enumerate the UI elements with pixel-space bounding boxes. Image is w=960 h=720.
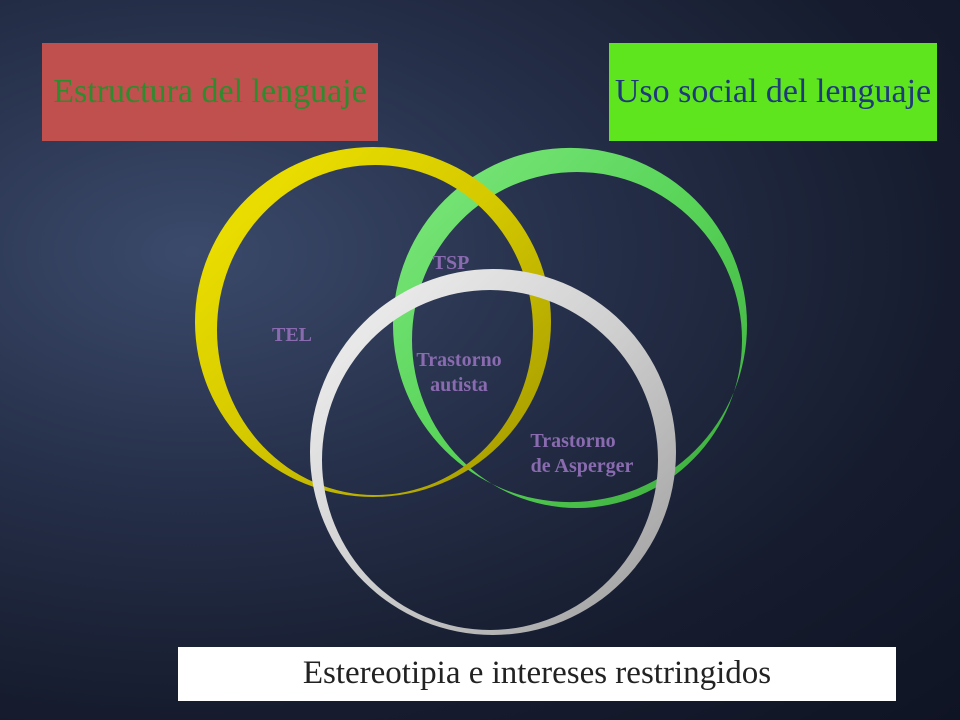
label-asperger-line1: Trastorno xyxy=(530,430,615,452)
social-use-box: Uso social del lenguaje xyxy=(609,43,937,141)
stereotypy-box-text: Estereotipia e intereses restringidos xyxy=(302,655,772,692)
stereotypy-box: Estereotipia e intereses restringidos xyxy=(178,647,896,701)
ring-stereotypy xyxy=(310,269,676,635)
label-autism-line1: Trastorno xyxy=(416,349,501,371)
label-tel: TEL xyxy=(272,324,312,346)
structure-box-text: Estructura del lenguaje xyxy=(53,73,367,111)
ring-social xyxy=(392,147,748,508)
label-autism-line2: autista xyxy=(430,374,488,396)
structure-box: Estructura del lenguaje xyxy=(42,43,378,141)
social-use-box-text: Uso social del lenguaje xyxy=(614,73,932,111)
label-asperger-line2: de Asperger xyxy=(531,455,634,477)
label-tsp: TSP xyxy=(433,252,470,274)
